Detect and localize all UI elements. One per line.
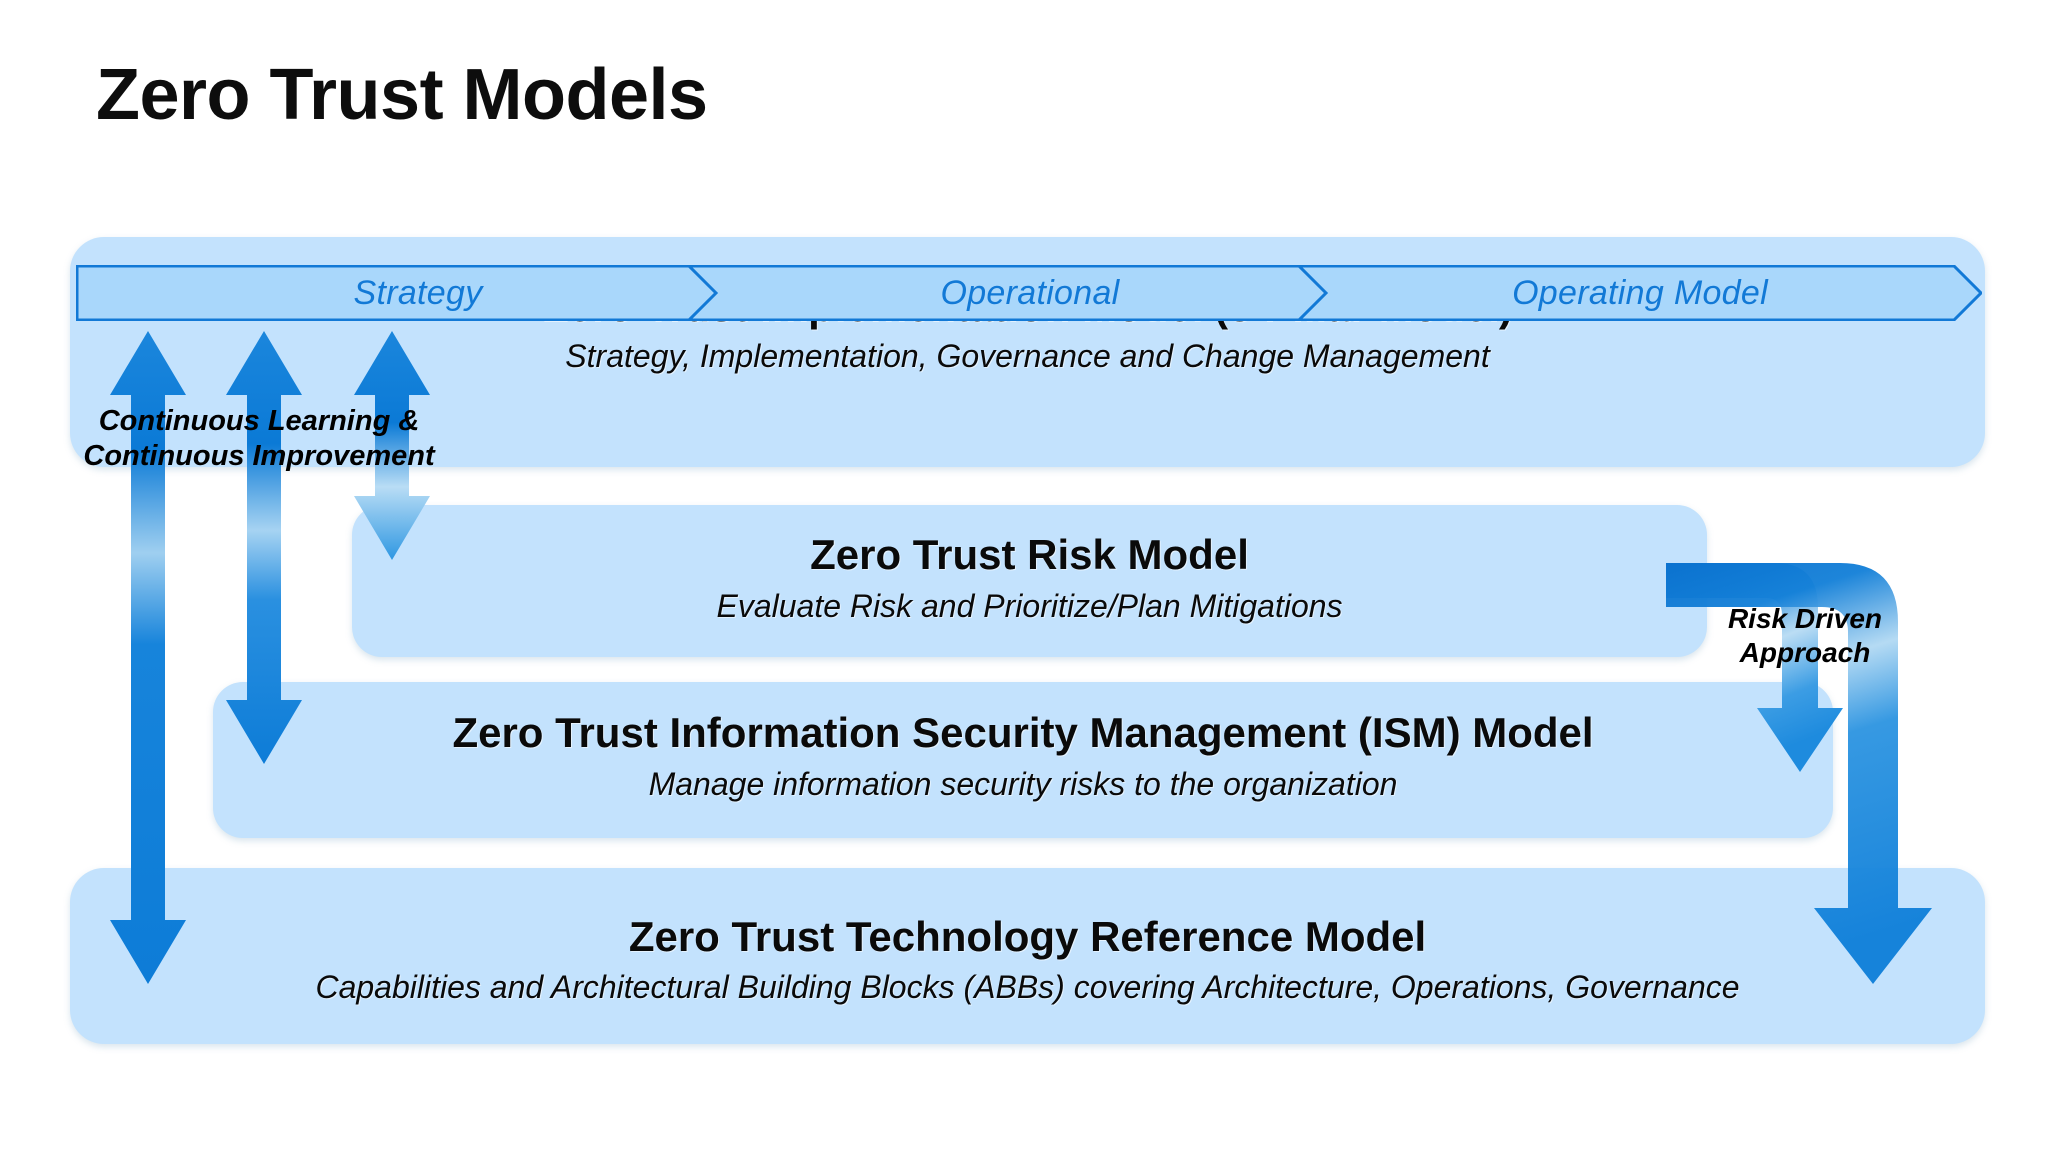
annotation-continuous-learning-line1: Continuous Learning & xyxy=(98,405,420,437)
model-band-risk[interactable]: Zero Trust Risk Model Evaluate Risk and … xyxy=(352,505,1707,657)
model-subtitle-technology: Capabilities and Architectural Building … xyxy=(315,969,1740,1005)
chevron-label-operating-model: Operating Model xyxy=(1512,273,1768,312)
model-title-technology: Zero Trust Technology Reference Model xyxy=(628,913,1427,960)
annotation-continuous-learning-line2: Continuous Improvement xyxy=(83,440,435,473)
annotation-risk-driven-line1: Risk Driven xyxy=(1727,603,1883,634)
model-band-technology[interactable]: Zero Trust Technology Reference Model Ca… xyxy=(70,868,1985,1044)
model-title-risk: Zero Trust Risk Model xyxy=(810,531,1249,578)
annotation-risk-driven: Risk Driven Approach xyxy=(1694,595,1916,677)
model-subtitle-implementation: Strategy, Implementation, Governance and… xyxy=(565,338,1490,374)
model-subtitle-risk: Evaluate Risk and Prioritize/Plan Mitiga… xyxy=(716,588,1343,624)
chevron-strategy[interactable]: Strategy xyxy=(76,265,760,321)
page-title: Zero Trust Models xyxy=(96,55,708,135)
model-band-ism[interactable]: Zero Trust Information Security Manageme… xyxy=(213,682,1833,838)
chevron-shape-icon xyxy=(1298,265,1982,321)
annotation-continuous-learning: Continuous Learning & Continuous Improve… xyxy=(64,400,454,480)
phase-chevron-bar: Strategy Operational Operating Model xyxy=(76,265,1982,321)
chevron-label-strategy: Strategy xyxy=(353,273,483,312)
annotation-risk-driven-line2: Approach xyxy=(1739,637,1871,669)
chevron-operating-model[interactable]: Operating Model xyxy=(1298,265,1982,321)
model-subtitle-ism: Manage information security risks to the… xyxy=(648,766,1398,802)
model-title-ism: Zero Trust Information Security Manageme… xyxy=(452,709,1594,756)
chevron-label-operational: Operational xyxy=(940,273,1120,312)
chevron-operational[interactable]: Operational xyxy=(688,265,1372,321)
